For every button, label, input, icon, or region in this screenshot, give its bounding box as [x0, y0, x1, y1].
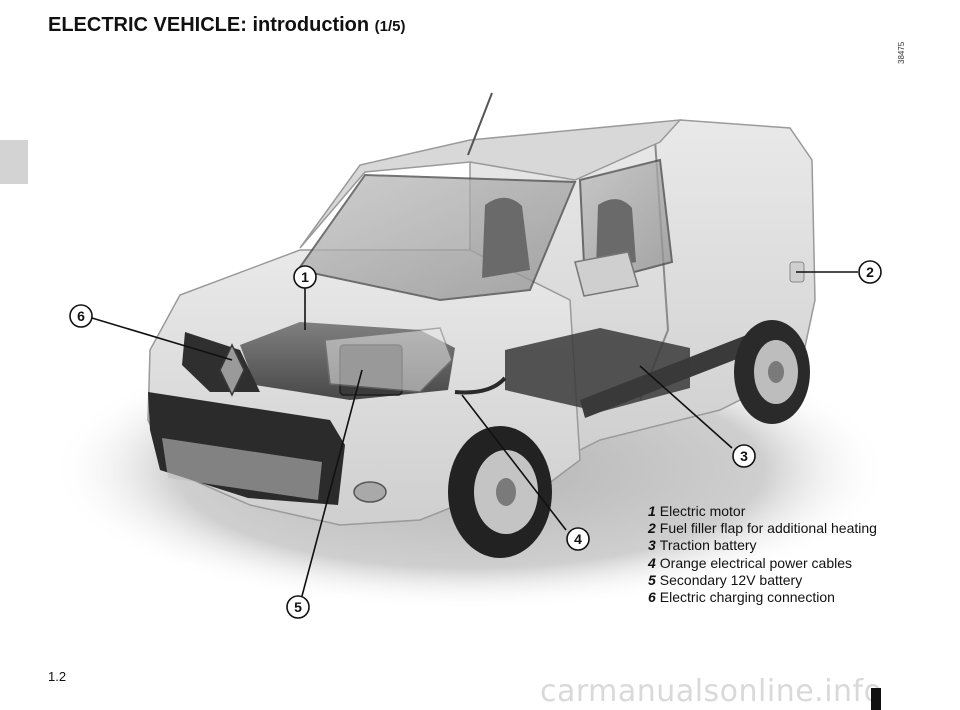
callout-5: 5 — [286, 595, 310, 619]
power-cables — [454, 376, 507, 395]
seat — [482, 197, 530, 278]
antenna — [467, 92, 493, 156]
legend-number: 1 — [648, 503, 656, 519]
fog-light — [353, 481, 387, 503]
legend-label: Secondary 12V battery — [659, 571, 803, 588]
page-number: 1.2 — [48, 669, 67, 684]
front-wheel — [448, 426, 552, 558]
page-title: ELECTRIC VEHICLE: introduction (1/5) — [48, 14, 406, 37]
legend-label: Fuel filler flap for additional heating — [659, 520, 877, 537]
legend-number: 4 — [648, 554, 656, 571]
title-suffix: (1/5) — [374, 18, 406, 35]
rear-wheel — [734, 320, 810, 424]
mirror — [574, 251, 639, 297]
callout-4: 4 — [566, 527, 590, 551]
legend-label: Electric charging connection — [659, 589, 835, 606]
legend-label: Traction battery — [659, 537, 757, 554]
callout-6: 6 — [69, 304, 93, 328]
svg-text:2: 2 — [866, 264, 874, 280]
callout-2: 2 — [858, 260, 882, 284]
callout-3: 3 — [732, 444, 756, 468]
svg-text:5: 5 — [294, 599, 302, 615]
svg-text:4: 4 — [574, 531, 582, 547]
lower-grille — [162, 438, 322, 500]
headlight — [324, 327, 453, 393]
corner-mark — [871, 688, 881, 710]
legend-number: 5 — [648, 571, 656, 588]
legend-label: Electric motor — [659, 503, 746, 519]
watermark: carmanualsonline.info — [540, 674, 883, 709]
legend-number: 2 — [648, 520, 656, 537]
roof — [299, 119, 682, 249]
title-text: ELECTRIC VEHICLE: introduction — [48, 14, 370, 36]
callout-1: 1 — [293, 265, 317, 289]
svg-text:3: 3 — [740, 448, 748, 464]
legend-label: Orange electrical power cables — [659, 554, 853, 571]
legend-number: 6 — [648, 589, 656, 606]
legend-number: 3 — [648, 537, 656, 554]
svg-text:6: 6 — [77, 308, 85, 324]
callout-leaders — [91, 271, 858, 597]
chapter-tab — [0, 140, 28, 184]
svg-text:1: 1 — [301, 269, 309, 285]
traction-battery — [505, 328, 690, 412]
